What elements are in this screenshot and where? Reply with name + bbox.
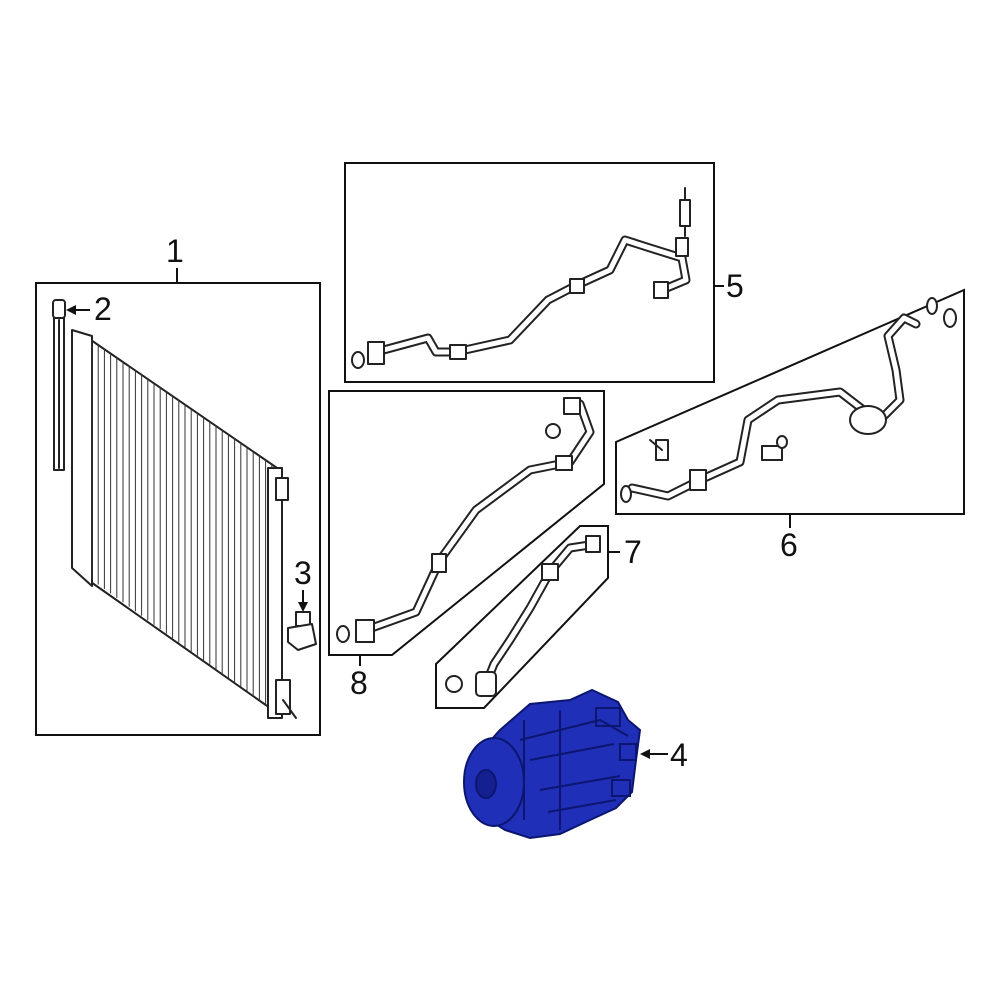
liquid-line-group[interactable]: 7 bbox=[435, 525, 642, 709]
discharge-line-hose bbox=[351, 187, 691, 369]
callout-8-label: 8 bbox=[350, 665, 368, 701]
receiver-drier[interactable] bbox=[52, 299, 66, 471]
condenser-line-hose bbox=[336, 397, 595, 643]
callout-4-label: 4 bbox=[670, 737, 688, 773]
callout-2-label: 2 bbox=[94, 291, 112, 327]
liquid-line-hose bbox=[445, 535, 601, 697]
callout-7-label: 7 bbox=[624, 534, 642, 570]
condenser-core bbox=[71, 329, 297, 719]
callout-1-label: 1 bbox=[166, 233, 184, 269]
callout-6-label: 6 bbox=[780, 527, 798, 563]
callout-3-label: 3 bbox=[294, 555, 312, 591]
compressor-detail bbox=[519, 707, 637, 830]
condenser-line-group[interactable]: 8 bbox=[328, 390, 605, 701]
compressor-pulley-hub bbox=[475, 769, 497, 799]
suction-line-hose bbox=[620, 297, 957, 503]
condenser-fins bbox=[91, 340, 279, 714]
callout-4-arrow bbox=[640, 749, 650, 759]
discharge-line-group[interactable]: 5 bbox=[344, 162, 744, 383]
pressure-switch[interactable] bbox=[287, 611, 317, 651]
callout-5-label: 5 bbox=[726, 268, 744, 304]
suction-line-group[interactable]: 6 bbox=[615, 288, 965, 563]
compressor[interactable]: 4 bbox=[463, 688, 688, 840]
condenser-group[interactable]: 1 2 3 bbox=[35, 233, 321, 736]
callout-3-arrow bbox=[298, 602, 308, 612]
callout-2-arrow bbox=[66, 305, 76, 315]
